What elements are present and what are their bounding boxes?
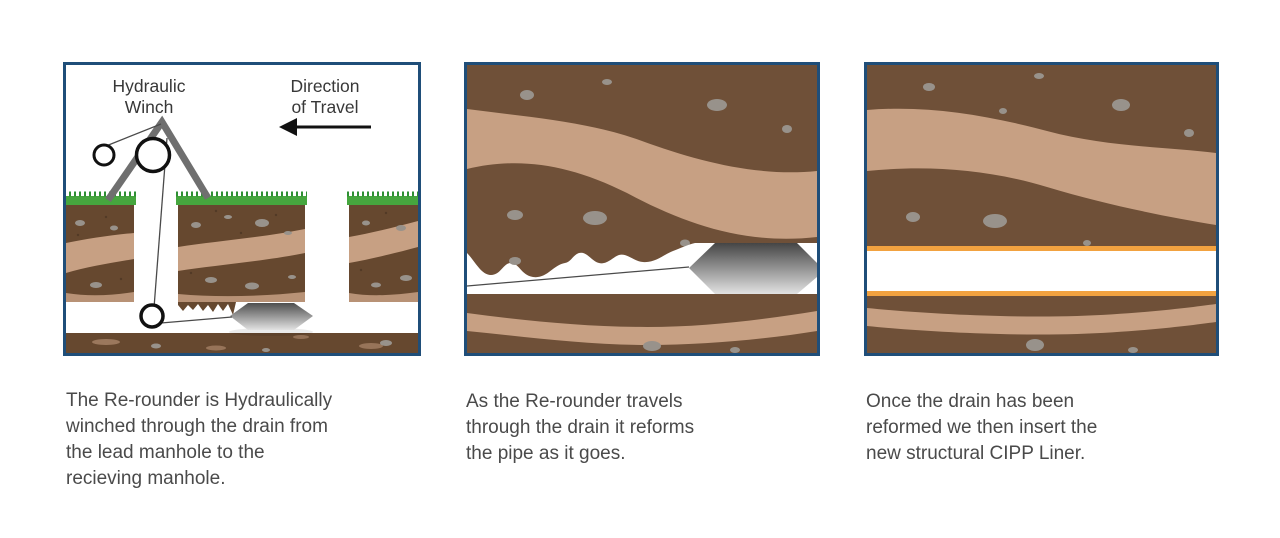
direction-arrow-icon bbox=[279, 118, 371, 136]
soil-strip-below-drain bbox=[467, 311, 817, 353]
pulley-bottom-icon bbox=[139, 303, 165, 329]
drain-channel bbox=[867, 251, 1216, 291]
soil-background bbox=[867, 65, 1216, 353]
cipp-liner-bottom bbox=[867, 291, 1216, 296]
winch-setup-illustration bbox=[66, 115, 418, 353]
soil-block-middle bbox=[176, 191, 307, 315]
hydraulic-winch-icon bbox=[92, 115, 233, 329]
direction-of-travel-label: Direction of Travel bbox=[290, 76, 360, 117]
re-rounder-icon bbox=[689, 243, 817, 294]
panel-reforming bbox=[464, 62, 820, 356]
caption-cipp-liner: Once the drain has been reformed we then… bbox=[866, 391, 1098, 464]
soil-block-right bbox=[347, 191, 418, 302]
cipp-liner-top bbox=[867, 246, 1216, 251]
caption-reforming: As the Re-rounder travels through the dr… bbox=[466, 391, 695, 464]
reforming-illustration bbox=[467, 65, 817, 353]
soil-strip-below-drain bbox=[66, 333, 418, 353]
soil-background bbox=[467, 65, 817, 353]
pulley-top-icon bbox=[134, 136, 172, 174]
re-rounder-icon bbox=[229, 303, 313, 336]
lined-drain bbox=[867, 246, 1216, 296]
cipp-liner-illustration bbox=[867, 65, 1216, 353]
panel-cipp-liner bbox=[864, 62, 1219, 356]
winch-cable bbox=[467, 266, 690, 287]
pulley-small-icon bbox=[92, 143, 116, 167]
hydraulic-winch-label: Hydraulic Winch bbox=[112, 76, 186, 117]
soil-block-left bbox=[66, 191, 136, 302]
soil-strip-below-drain bbox=[867, 304, 1216, 353]
panel-winch-setup: Hydraulic Winch Direction of Travel bbox=[63, 62, 421, 356]
caption-winch-setup: The Re-rounder is Hydraulically winched … bbox=[66, 390, 333, 489]
